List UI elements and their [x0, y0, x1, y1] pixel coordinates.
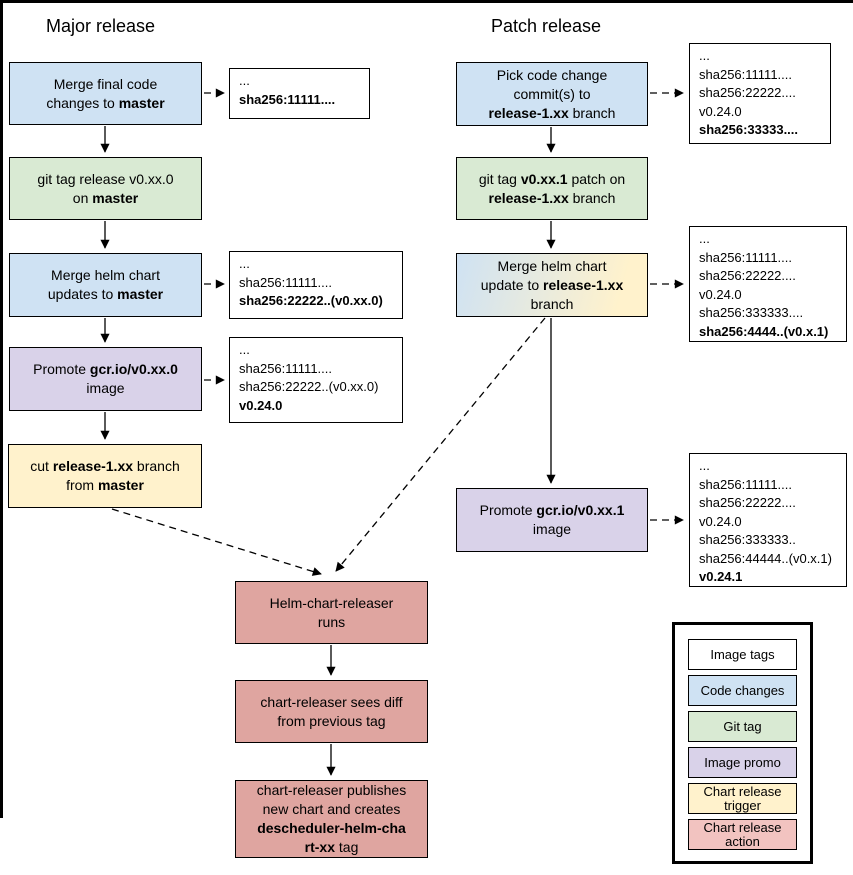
legend-item-image-tags: Image tags — [688, 639, 797, 670]
major-release-title: Major release — [46, 16, 156, 36]
legend-item-chart-release-action: Chart release action — [688, 819, 797, 850]
legend-item-chart-release-trigger: Chart release trigger — [688, 783, 797, 814]
dashed-arrow-cut-branch-to-releaser — [111, 508, 322, 576]
tagbox-patch-3: ...sha256:11111....sha256:22222....v0.24… — [689, 453, 847, 587]
canvas-border-left — [0, 0, 3, 818]
tagbox-patch-2: ...sha256:11111....sha256:22222....v0.24… — [689, 226, 847, 342]
tagbox-major-3: ...sha256:11111....sha256:22222..(v0.xx.… — [229, 337, 403, 423]
legend-item-git-tag: Git tag — [688, 711, 797, 742]
tagbox-major-2: ...sha256:11111....sha256:22222..(v0.xx.… — [229, 251, 403, 319]
canvas-border-top — [0, 0, 853, 3]
legend: Image tags Code changes Git tag Image pr… — [672, 622, 813, 864]
patch-release-title: Patch release — [491, 16, 602, 36]
tagbox-patch-1: ...sha256:11111....sha256:22222....v0.24… — [689, 43, 831, 144]
dashed-arrow-merge-helm-to-releaser — [335, 317, 546, 572]
tagbox-major-1: ...sha256:11111.... — [229, 68, 370, 119]
legend-item-image-promo: Image promo — [688, 747, 797, 778]
legend-item-code-changes: Code changes — [688, 675, 797, 706]
